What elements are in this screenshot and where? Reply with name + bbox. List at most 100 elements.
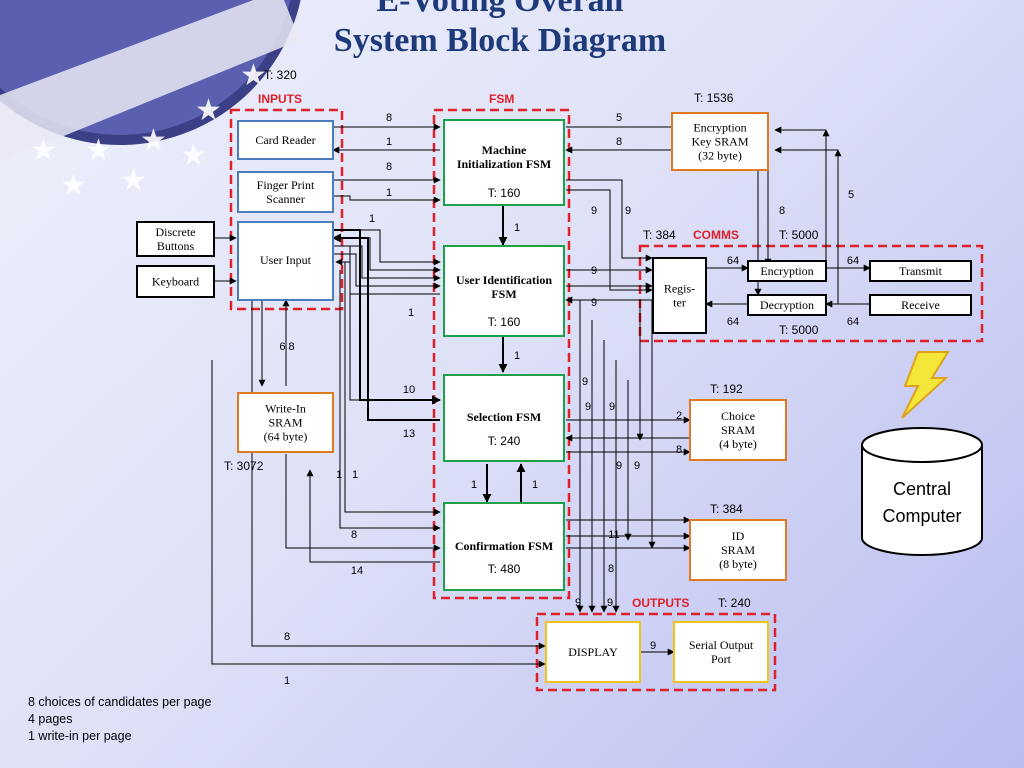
- bus-width-label: 1: [471, 479, 477, 491]
- bus-width-label: 5: [616, 112, 622, 124]
- finger-print-block-box: [237, 171, 334, 213]
- bus-width-label: 9: [650, 640, 656, 652]
- fsm-label: FSM: [489, 92, 514, 106]
- user-ident-block-label-0: User Identification: [456, 273, 552, 287]
- serial-output-block-box: [673, 621, 769, 683]
- bus-line: [566, 179, 653, 262]
- bus-width-label: 5: [848, 189, 854, 201]
- bus-width-label: 1: [386, 136, 392, 148]
- bus-line: [285, 454, 441, 552]
- keyboard-block-label-0: Keyboard: [152, 275, 199, 289]
- outputs-group: [535, 612, 777, 692]
- user-input-block: User Input: [237, 221, 334, 301]
- display-block-box: [545, 621, 641, 683]
- bus-width-label: 1: [532, 479, 538, 491]
- transmit-block: Transmit: [869, 260, 972, 282]
- id-sram-block-label-2: (8 byte): [719, 557, 757, 571]
- bus-width-label: 9: [591, 265, 597, 277]
- user-ident-block-label-1: FSM: [491, 287, 516, 301]
- machine-init-block-box: [443, 119, 565, 206]
- bus-line: [344, 262, 441, 516]
- bus-width-label: 9: [609, 401, 615, 413]
- timing-comms_enc: T: 5000: [779, 228, 819, 242]
- note-2: 4 pages: [28, 712, 73, 726]
- bus-width-label: 1: [514, 222, 520, 234]
- bus-line: [211, 360, 546, 668]
- timing-inputs: T: 320: [264, 68, 297, 82]
- bus-width-label: 9: [634, 460, 640, 472]
- bus-width-label: 8: [676, 444, 682, 456]
- bus-width-label: 64: [847, 316, 859, 328]
- transmit-block-label-0: Transmit: [899, 264, 943, 278]
- serial-output-block-label-0: Serial Output: [689, 638, 754, 652]
- bus-width-label: 9: [625, 205, 631, 217]
- svg-text:★: ★: [85, 133, 112, 168]
- choice-sram-block-box: [689, 399, 787, 461]
- choice-sram-block-label-2: (4 byte): [719, 437, 757, 451]
- write-in-sram-block-label-1: SRAM: [268, 416, 302, 430]
- encryption-key-sram-block-box: [671, 112, 769, 171]
- vote-badge-graphic: ★★★★★★★★: [0, 0, 301, 203]
- bus-width-label: 9: [616, 460, 622, 472]
- user-ident-block-box: [443, 245, 565, 337]
- discrete-buttons-block-label-0: Discrete: [156, 225, 196, 239]
- svg-text:★: ★: [60, 168, 87, 203]
- bus-width-label: 6 8: [279, 341, 294, 353]
- note-1: 8 choices of candidates per page: [28, 695, 212, 709]
- bus-line: [251, 300, 546, 650]
- bus-line: [349, 246, 441, 404]
- note-3: 1 write-in per page: [28, 729, 132, 743]
- keyboard-block-box: [136, 265, 215, 298]
- user-input-block-box: [237, 221, 334, 301]
- central-computer-body: [861, 445, 983, 556]
- bus-width-label: 10: [403, 384, 415, 396]
- timing-confirmation: T: 480: [488, 562, 521, 576]
- bus-width-label: 8: [386, 112, 392, 124]
- encryption-block: Encryption: [747, 260, 827, 282]
- selection-block-label-0: Selection FSM: [467, 410, 541, 424]
- bus-width-label: 8: [616, 136, 622, 148]
- machine-init-block-label-0: Machine: [482, 143, 527, 157]
- id-sram-block-box: [689, 519, 787, 581]
- card-reader-block: Card Reader: [237, 120, 334, 160]
- central-computer-top: [861, 427, 983, 463]
- bus-line: [566, 189, 653, 294]
- bus-width-label: 8: [284, 631, 290, 643]
- discrete-buttons-block-label-1: Buttons: [157, 239, 195, 253]
- bus-width-label: 9: [607, 597, 613, 609]
- encryption-key-sram-block-label-0: Encryption: [693, 121, 746, 135]
- confirmation-block-box: [443, 502, 565, 591]
- wireless-lightning-icon: [901, 351, 950, 419]
- fsm-group: [432, 108, 571, 600]
- svg-text:★: ★: [240, 58, 267, 93]
- bus-width-label: 1: [352, 469, 358, 481]
- finger-print-block-label-1: Scanner: [266, 192, 305, 206]
- bus-width-label: 9: [591, 297, 597, 309]
- bus-width-label: 64: [727, 255, 739, 267]
- bus-width-label: 1: [369, 213, 375, 225]
- user-input-block-label-0: User Input: [260, 253, 312, 267]
- control-line: [333, 229, 441, 405]
- selection-block-box: [443, 374, 565, 462]
- central-computer-label-0: Central: [893, 479, 951, 499]
- bus-line: [333, 195, 441, 204]
- bus-width-label: 9: [575, 597, 581, 609]
- choice-sram-block-label-0: Choice: [721, 409, 755, 423]
- title-line-1: E-Voting Overall: [376, 0, 624, 19]
- finger-print-block-label-0: Finger Print: [257, 178, 315, 192]
- bus-line: [306, 469, 440, 563]
- register-block-label-0: Regis-: [664, 282, 695, 296]
- bus-width-label: 64: [727, 316, 739, 328]
- timing-outputs: T: 240: [718, 596, 751, 610]
- transmit-block-box: [869, 260, 972, 282]
- bus-width-label: 13: [403, 428, 415, 440]
